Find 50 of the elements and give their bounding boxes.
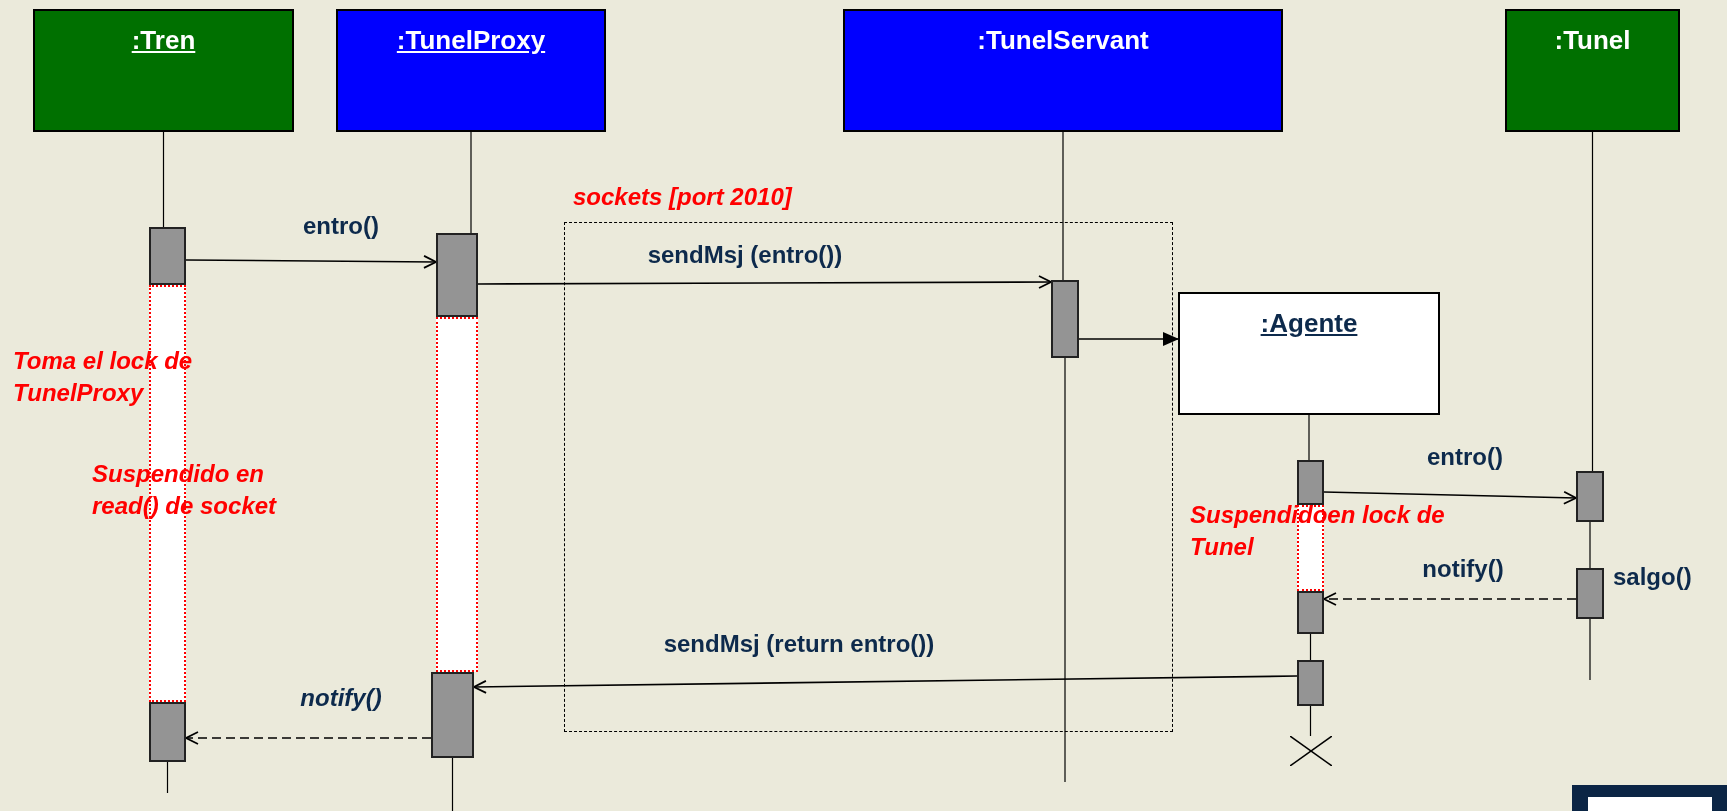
activation-bar — [1297, 660, 1324, 706]
frame-title: sockets [port 2010] — [573, 183, 792, 211]
suspended-bar — [436, 317, 478, 672]
activation-bar — [149, 227, 186, 285]
message-arrow — [185, 731, 432, 745]
message-arrow — [477, 275, 1052, 289]
activation-bar — [1576, 471, 1604, 522]
activation-bar — [431, 672, 474, 758]
activation-bar — [1050, 279, 1079, 358]
message-label: sendMsj (return entro()) — [663, 630, 935, 658]
activation-bar — [149, 702, 186, 762]
activation-bar — [1297, 591, 1324, 634]
message-arrow — [1323, 592, 1577, 606]
message-arrow — [473, 675, 1298, 694]
lifeline — [1064, 357, 1066, 783]
message-label: notify() — [300, 684, 382, 712]
object-name: :TunelProxy — [396, 25, 546, 56]
message-label: entro() — [303, 212, 379, 240]
lifeline — [1589, 521, 1591, 569]
activation-bar — [1576, 568, 1604, 619]
object-name: :TunelServant — [977, 25, 1149, 56]
lifeline — [470, 131, 472, 234]
message-label: salgo() — [1613, 564, 1692, 591]
message-label: entro() — [1427, 443, 1503, 471]
lifeline — [1309, 633, 1312, 661]
lifeline — [451, 757, 454, 811]
lifeline — [166, 761, 169, 794]
message-arrow — [1078, 332, 1179, 346]
message-arrow — [185, 255, 437, 269]
object-box — [1505, 9, 1680, 132]
activation-bar — [1297, 460, 1324, 505]
lifeline — [1589, 618, 1591, 681]
note-text: Toma el lock de TunelProxy — [13, 346, 194, 409]
lifeline — [1062, 131, 1064, 281]
destroy-mark — [1290, 736, 1332, 766]
lifeline — [162, 131, 165, 228]
object-name: :Tren — [131, 25, 196, 56]
object-box — [1178, 292, 1440, 415]
message-arrow — [1323, 490, 1577, 505]
object-box — [33, 9, 294, 132]
note-text: Suspendido en read() de socket — [92, 459, 278, 522]
object-box — [843, 9, 1283, 132]
activation-bar — [436, 233, 478, 317]
object-name: :Agente — [1260, 308, 1358, 339]
lifeline — [1308, 414, 1310, 461]
message-label: sendMsj (entro()) — [647, 241, 843, 269]
object-box — [336, 9, 606, 132]
lifeline — [1309, 705, 1312, 737]
object-name: :Tunel — [1554, 25, 1631, 56]
lifeline — [1591, 131, 1594, 472]
